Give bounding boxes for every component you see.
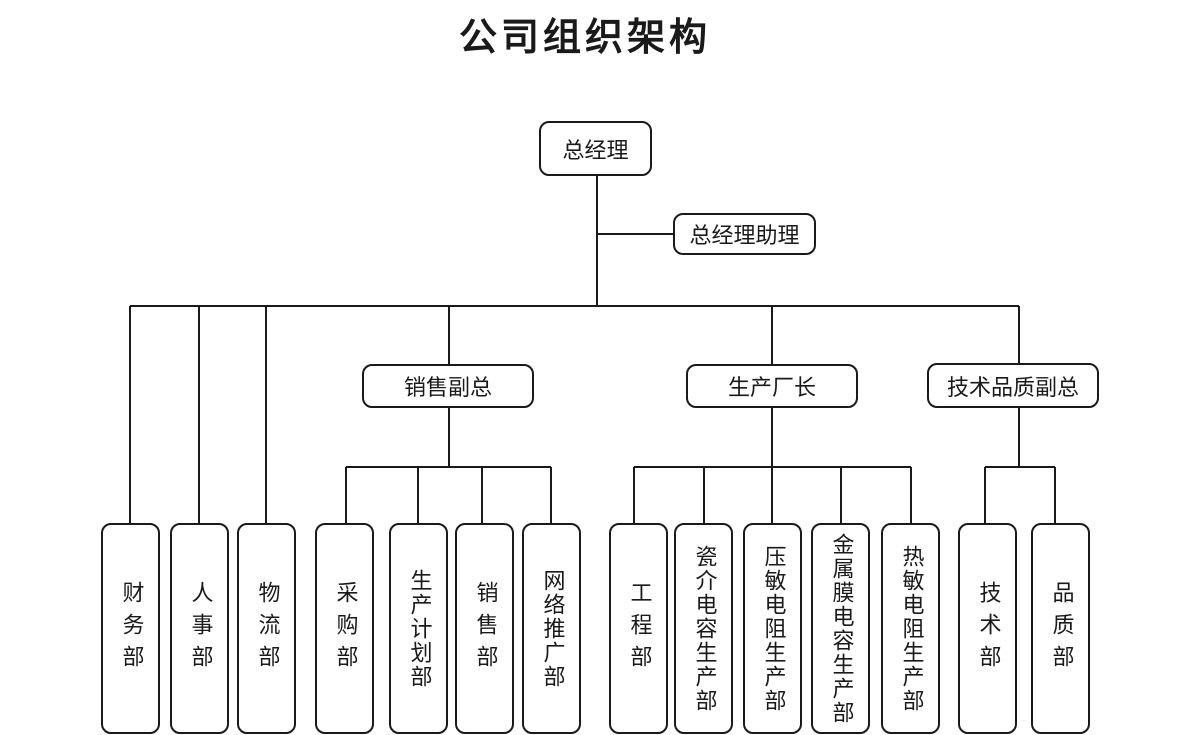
dept-production-planning-box: 生产计划部 — [389, 523, 448, 734]
dept-varistor-box: 压敏电阻生产部 — [743, 523, 802, 734]
dept-online-promotion-label: 网络推广部 — [539, 568, 565, 689]
dept-hr-box: 人事部 — [170, 523, 229, 734]
dept-ceramic-capacitor-box: 瓷介电容生产部 — [674, 523, 733, 734]
dept-engineering-box: 工程部 — [609, 523, 668, 734]
general-manager-box: 总经理 — [539, 121, 652, 176]
dept-quality-box: 品质部 — [1031, 523, 1090, 734]
dept-online-promotion-box: 网络推广部 — [522, 523, 581, 734]
sales-vp-label: 销售副总 — [403, 376, 492, 401]
dept-technology-box: 技术部 — [958, 523, 1017, 734]
production-director-label: 生产厂长 — [727, 376, 816, 401]
dept-thermistor-box: 热敏电阻生产部 — [881, 523, 940, 734]
production-director-box: 生产厂长 — [686, 364, 858, 408]
tech-quality-vp-label: 技术品质副总 — [946, 375, 1079, 401]
dept-engineering-label: 工程部 — [626, 580, 652, 677]
dept-purchasing-label: 采购部 — [332, 580, 358, 677]
dept-sales-label: 销售部 — [472, 580, 498, 677]
dept-logistics-label: 物流部 — [254, 580, 280, 677]
dept-metal-film-capacitor-label: 金属膜电容生产部 — [828, 532, 854, 725]
dept-technology-label: 技术部 — [975, 580, 1001, 677]
dept-hr-label: 人事部 — [187, 580, 213, 677]
dept-ceramic-capacitor-label: 瓷介电容生产部 — [691, 544, 717, 713]
dept-logistics-box: 物流部 — [237, 523, 296, 734]
sales-vp-box: 销售副总 — [362, 364, 534, 408]
dept-sales-box: 销售部 — [455, 523, 514, 734]
tech-quality-vp-box: 技术品质副总 — [927, 363, 1099, 408]
dept-finance-box: 财务部 — [101, 523, 160, 734]
dept-varistor-label: 压敏电阻生产部 — [760, 544, 786, 713]
general-manager-label: 总经理 — [562, 138, 629, 164]
page-title: 公司组织架构 — [458, 15, 711, 59]
dept-thermistor-label: 热敏电阻生产部 — [898, 544, 924, 713]
dept-metal-film-capacitor-box: 金属膜电容生产部 — [811, 523, 870, 734]
general-manager-assistant-box: 总经理助理 — [673, 213, 816, 255]
dept-quality-label: 品质部 — [1048, 580, 1074, 677]
general-manager-assistant-label: 总经理助理 — [689, 224, 800, 249]
dept-production-planning-label: 生产计划部 — [406, 568, 432, 689]
dept-purchasing-box: 采购部 — [315, 523, 374, 734]
dept-finance-label: 财务部 — [118, 580, 144, 677]
